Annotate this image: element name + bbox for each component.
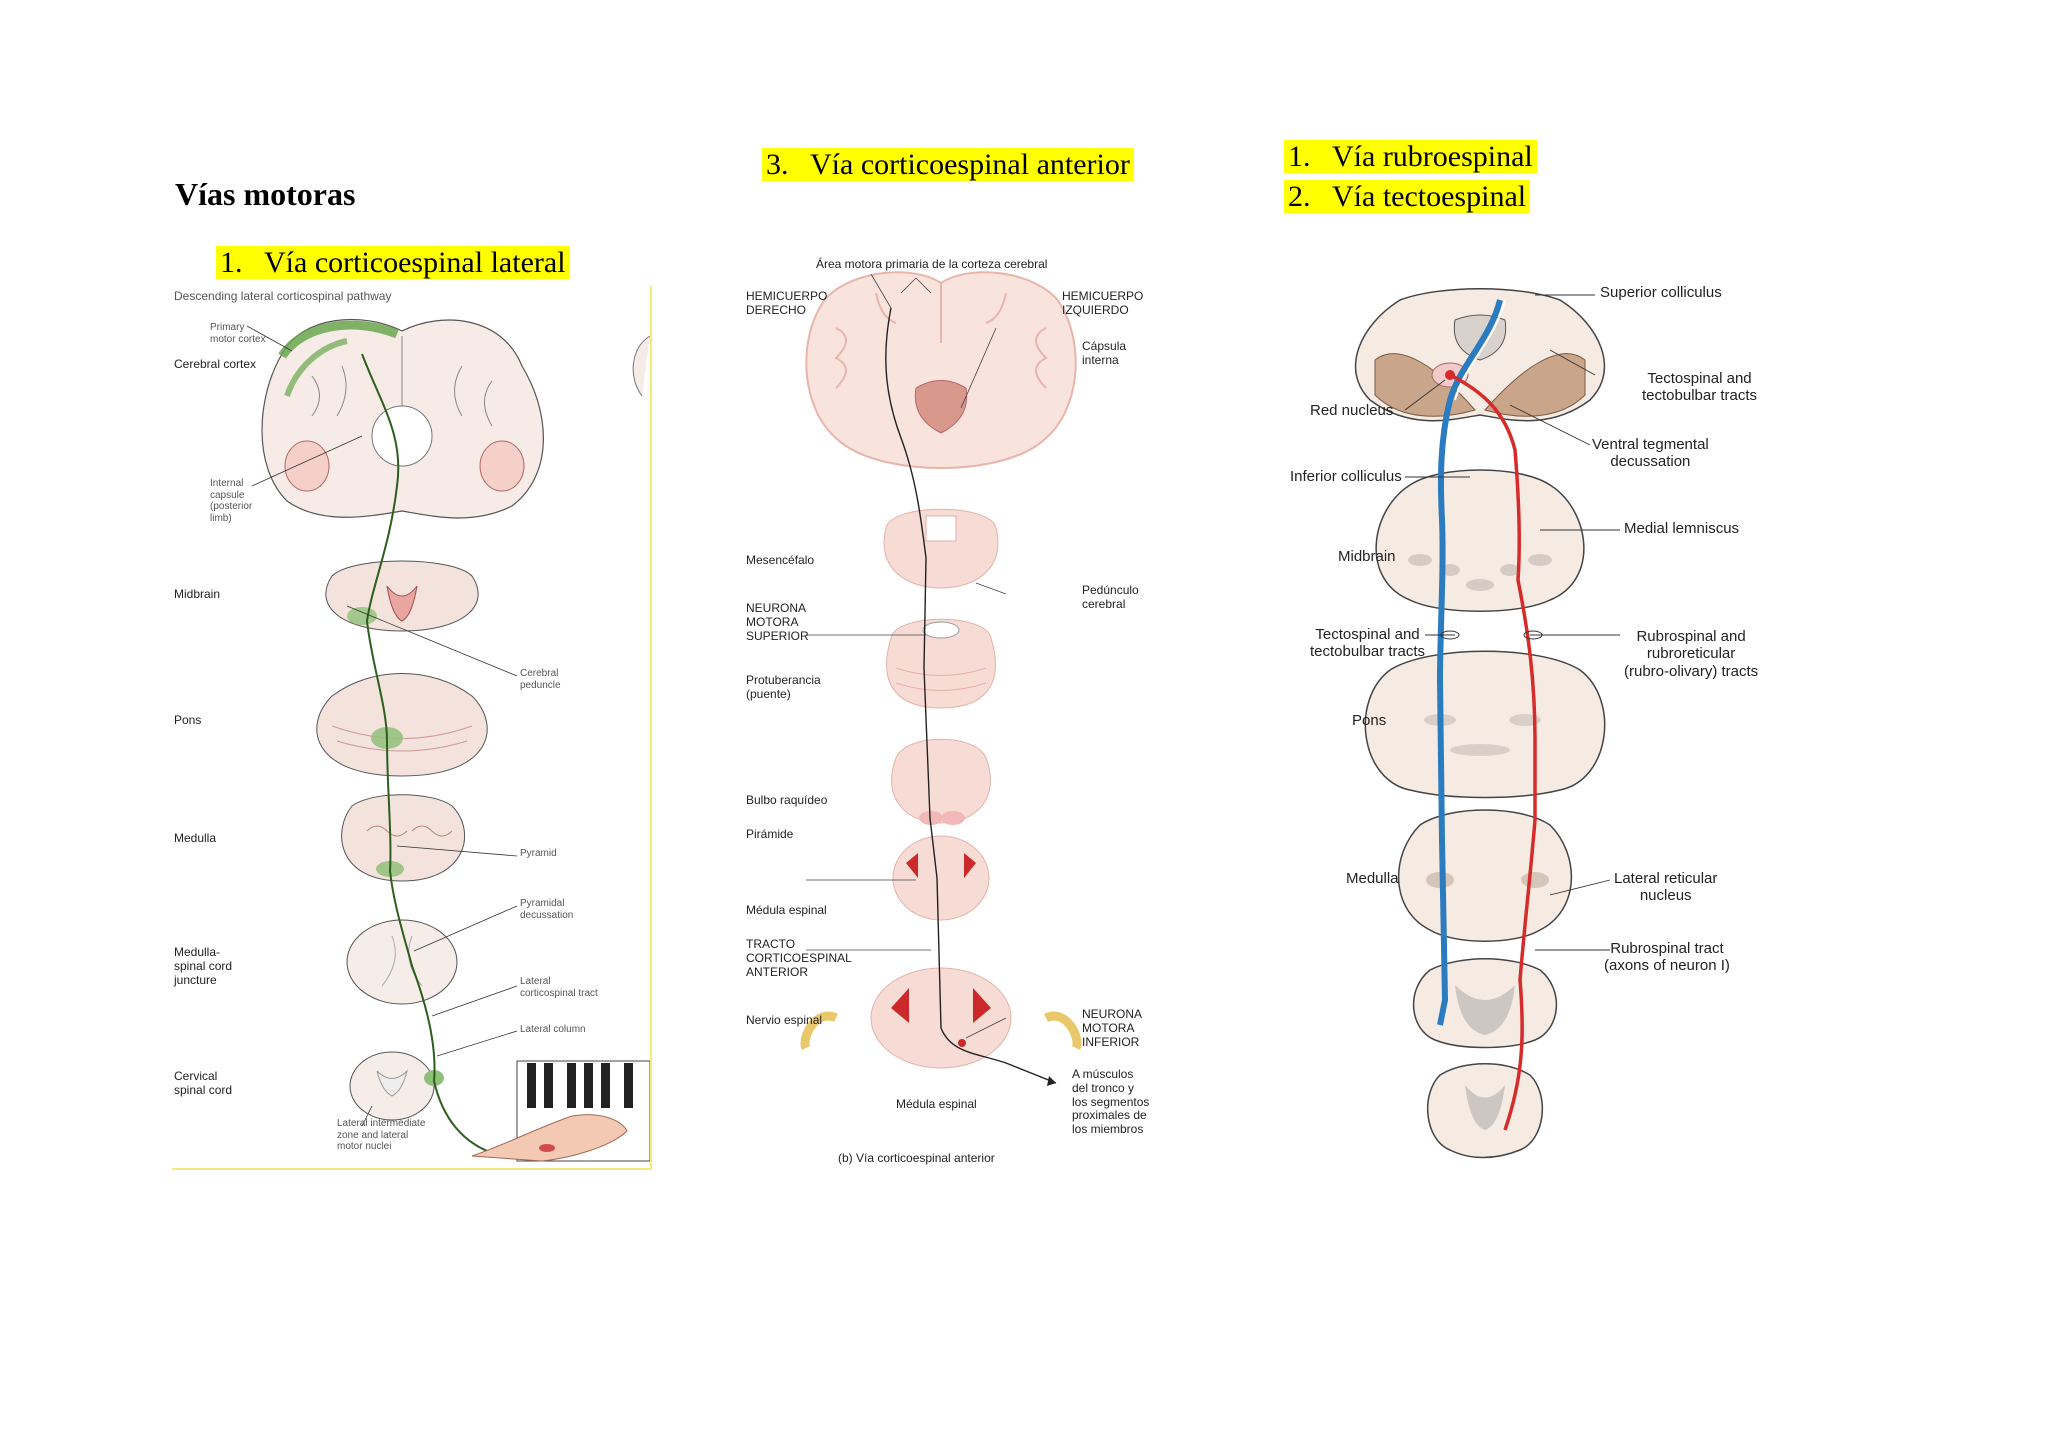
figure-anterior-corticospinal: Área motora primaria de la corteza cereb… (716, 238, 1166, 1184)
label-lateral-corticospinal-tract: Lateral corticospinal tract (520, 976, 598, 999)
label-tectospinal-top: Tectospinal and tectobulbar tracts (1642, 370, 1758, 405)
label-mesencefalo: Mesencéfalo (746, 553, 815, 567)
label-lateral-reticular: Lateral reticular nucleus (1614, 870, 1718, 905)
label-pons-rubro: Pons (1352, 712, 1387, 729)
label-pedunculo: Pedúnculo cerebral (1082, 583, 1139, 611)
heading-rubroespinal: 1.Vía rubroespinal (1284, 140, 1537, 174)
label-red-nucleus: Red nucleus (1310, 402, 1394, 419)
label-bulbo: Bulbo raquídeo (746, 793, 828, 807)
blue-tectospinal-tract (1436, 299, 1503, 1026)
label-neurona-inferior: NEURONA MOTORA INFERIOR (1082, 1007, 1143, 1049)
label-rubrospinal-tract: Rubrospinal tract (axons of neuron I) (1604, 940, 1730, 975)
piano-hand-illustration (471, 1060, 650, 1162)
heading-tectoespinal: 2.Vía tectoespinal (1284, 180, 1531, 214)
heading-lateral: 1.Vía corticoespinal lateral (216, 246, 570, 280)
figure-rubro-tectospinal: Superior colliculus Tectospinal and tect… (1290, 280, 1790, 1180)
label-primary-motor: Primary motor cortex (210, 322, 266, 345)
label-ventral-tegmental: Ventral tegmental decussation (1592, 436, 1709, 471)
green-tract-line (361, 353, 503, 1157)
anterior-tract-line (885, 307, 1057, 1084)
label-capsula-interna: Cápsula interna (1082, 339, 1127, 367)
label-inferior-colliculus: Inferior colliculus (1290, 468, 1402, 485)
label-medulla-rubro: Medulla (1346, 870, 1399, 887)
label-pons: Pons (174, 713, 202, 727)
label-tectospinal-mid: Tectospinal and tectobulbar tracts (1310, 626, 1426, 661)
label-piramide: Pirámide (746, 827, 794, 841)
figure-anterior-caption: (b) Vía corticoespinal anterior (838, 1151, 995, 1165)
label-neurona-superior: NEURONA MOTORA SUPERIOR (746, 601, 809, 643)
label-hemicuerpo-derecho: HEMICUERPO DERECHO (746, 289, 828, 317)
label-hemicuerpo-izquierdo: HEMICUERPO IZQUIERDO (1062, 289, 1144, 317)
label-cerebral-cortex: Cerebral cortex (174, 357, 257, 371)
label-pyramidal-decussation: Pyramidal decussation (520, 898, 574, 921)
label-medulla-spinal-juncture: Medulla- spinal cord juncture (174, 945, 233, 987)
label-area-motora: Área motora primaria de la corteza cereb… (816, 257, 1048, 271)
label-superior-colliculus: Superior colliculus (1600, 284, 1722, 301)
label-rubrospinal-mid: Rubrospinal and rubroreticular (rubro-ol… (1624, 628, 1759, 680)
page-title: Vías motoras (175, 176, 356, 212)
label-midbrain: Midbrain (174, 587, 221, 601)
label-tracto-anterior: TRACTO CORTICOESPINAL ANTERIOR (746, 937, 852, 979)
label-lateral-column: Lateral column (520, 1024, 586, 1035)
label-lateral-intermediate: Lateral intermediate zone and lateral mo… (337, 1118, 426, 1152)
label-protuberancia: Protuberancia (puente) (746, 673, 821, 701)
label-midbrain-rubro: Midbrain (1338, 548, 1396, 565)
label-cervical-spinal-cord: Cervical spinal cord (174, 1069, 233, 1097)
label-medula-espinal-2: Médula espinal (896, 1097, 977, 1111)
label-cerebral-peduncle: Cerebral peduncle (520, 668, 561, 691)
label-nervio-espinal: Nervio espinal (746, 1013, 823, 1027)
label-medial-lemniscus: Medial lemniscus (1624, 520, 1740, 537)
red-rubrospinal-tract (1449, 373, 1537, 1131)
heading-anterior: 3.Vía corticoespinal anterior (762, 148, 1134, 182)
figure-lateral-caption: Descending lateral corticospinal pathway (174, 289, 392, 303)
label-medulla: Medulla (174, 831, 217, 845)
figure-lateral-corticospinal: Descending lateral corticospinal pathway… (172, 286, 652, 1170)
label-musculos: A músculos del tronco y los segmentos pr… (1072, 1067, 1150, 1137)
label-pyramid: Pyramid (520, 848, 557, 859)
label-internal-capsule: Internal capsule (posterior limb) (210, 478, 253, 524)
label-medula-espinal-1: Médula espinal (746, 903, 827, 917)
